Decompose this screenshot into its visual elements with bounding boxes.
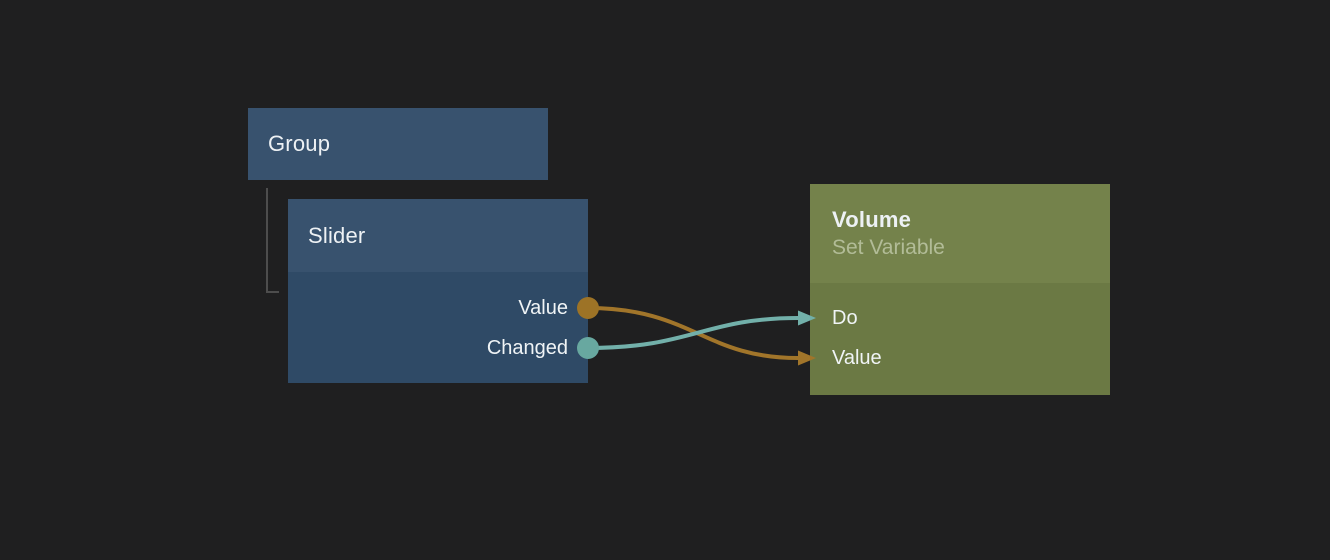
node-group-header[interactable]: Group — [248, 108, 548, 180]
node-volume-body: Do Value — [810, 283, 1110, 395]
node-volume-subtitle: Set Variable — [832, 236, 945, 259]
wire-teal-arrowhead-icon — [798, 310, 816, 326]
slider-output-value-port-dot[interactable] — [577, 297, 599, 319]
slider-output-changed[interactable]: Changed — [288, 328, 588, 368]
slider-output-changed-label: Changed — [486, 336, 568, 359]
volume-input-do-label: Do — [832, 306, 858, 329]
volume-input-do[interactable]: Do — [810, 298, 1110, 338]
node-slider-header[interactable]: Slider — [288, 199, 588, 272]
node-slider-title: Slider — [308, 222, 366, 248]
node-volume-title: Volume — [832, 207, 912, 232]
node-volume-header[interactable]: Volume Set Variable — [810, 184, 1110, 283]
wire-slider-changed-to-volume-do[interactable] — [586, 316, 800, 350]
slider-output-value-label: Value — [518, 296, 568, 319]
slider-output-value[interactable]: Value — [288, 288, 588, 328]
node-slider-body: Value Changed — [288, 272, 588, 383]
volume-input-value[interactable]: Value — [810, 338, 1110, 378]
node-slider[interactable]: Slider Value Changed — [288, 199, 588, 383]
wire-orange-arrowhead-icon — [798, 350, 816, 366]
node-group-title: Group — [268, 131, 331, 156]
group-hierarchy-connector-line — [266, 188, 279, 293]
slider-output-changed-port-dot[interactable] — [577, 337, 599, 359]
volume-input-value-label: Value — [832, 346, 882, 369]
node-volume[interactable]: Volume Set Variable Do Value — [810, 184, 1110, 395]
node-group[interactable]: Group — [248, 108, 548, 180]
